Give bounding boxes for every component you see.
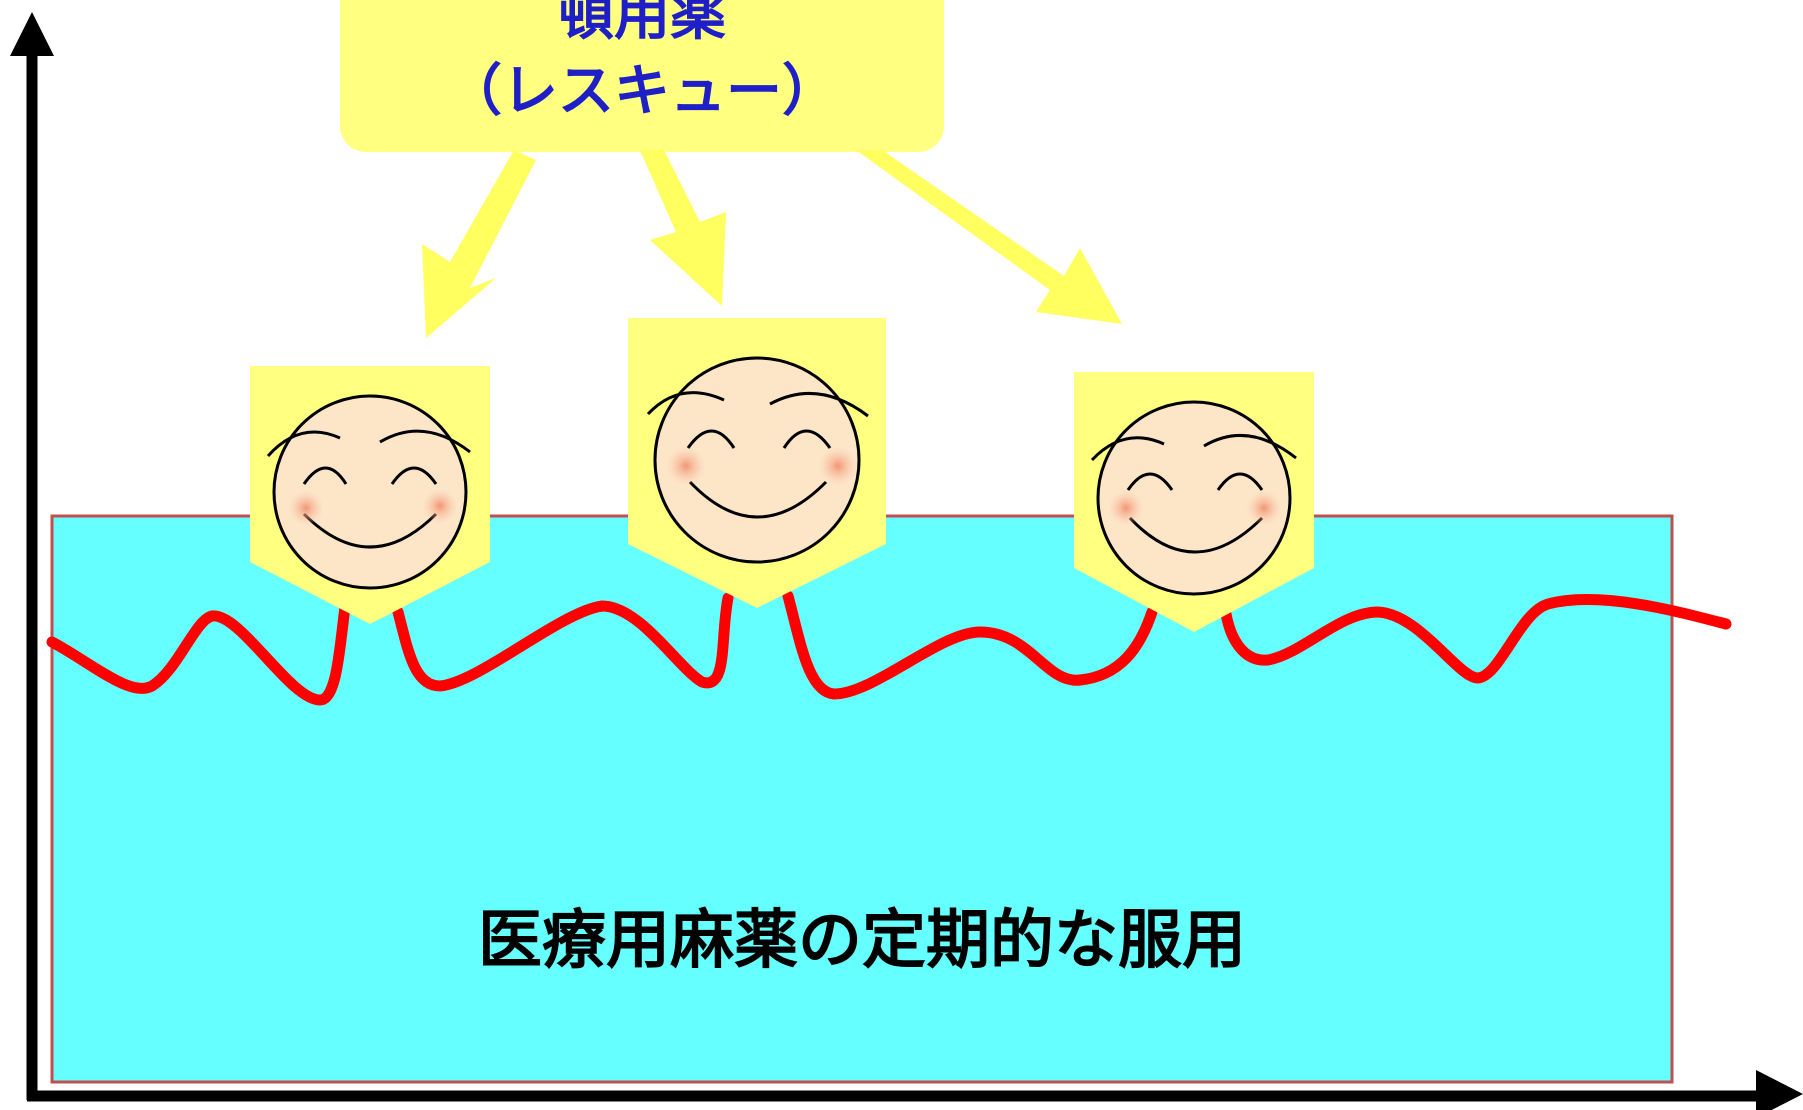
smiling-face-icon: [266, 394, 471, 590]
face-badge-2: [628, 318, 886, 608]
y-axis-arrow-icon: [10, 12, 54, 56]
axes: [10, 12, 1803, 1110]
smiling-face-icon: [1090, 400, 1297, 596]
x-axis-arrow-icon: [1756, 1070, 1803, 1110]
callout-subtitle: （レスキュー）: [446, 59, 838, 124]
pain-wave: [46, 590, 1732, 706]
base-box-label: 医療用麻薬の定期的な服用: [478, 904, 1246, 978]
face-badge-1: [250, 366, 490, 624]
face-badge-3: [1074, 372, 1314, 632]
callout-title: 頓用薬: [558, 0, 726, 48]
callout-arrows: [422, 150, 1122, 338]
arrow-to-face-3-icon: [856, 150, 1122, 324]
smiling-face-icon: [646, 356, 869, 564]
arrow-to-face-2-icon: [640, 150, 726, 306]
base-box: [50, 514, 1674, 1084]
callout-box: 頓用薬 （レスキュー）: [340, 0, 944, 152]
arrow-to-face-1-icon: [422, 150, 536, 338]
